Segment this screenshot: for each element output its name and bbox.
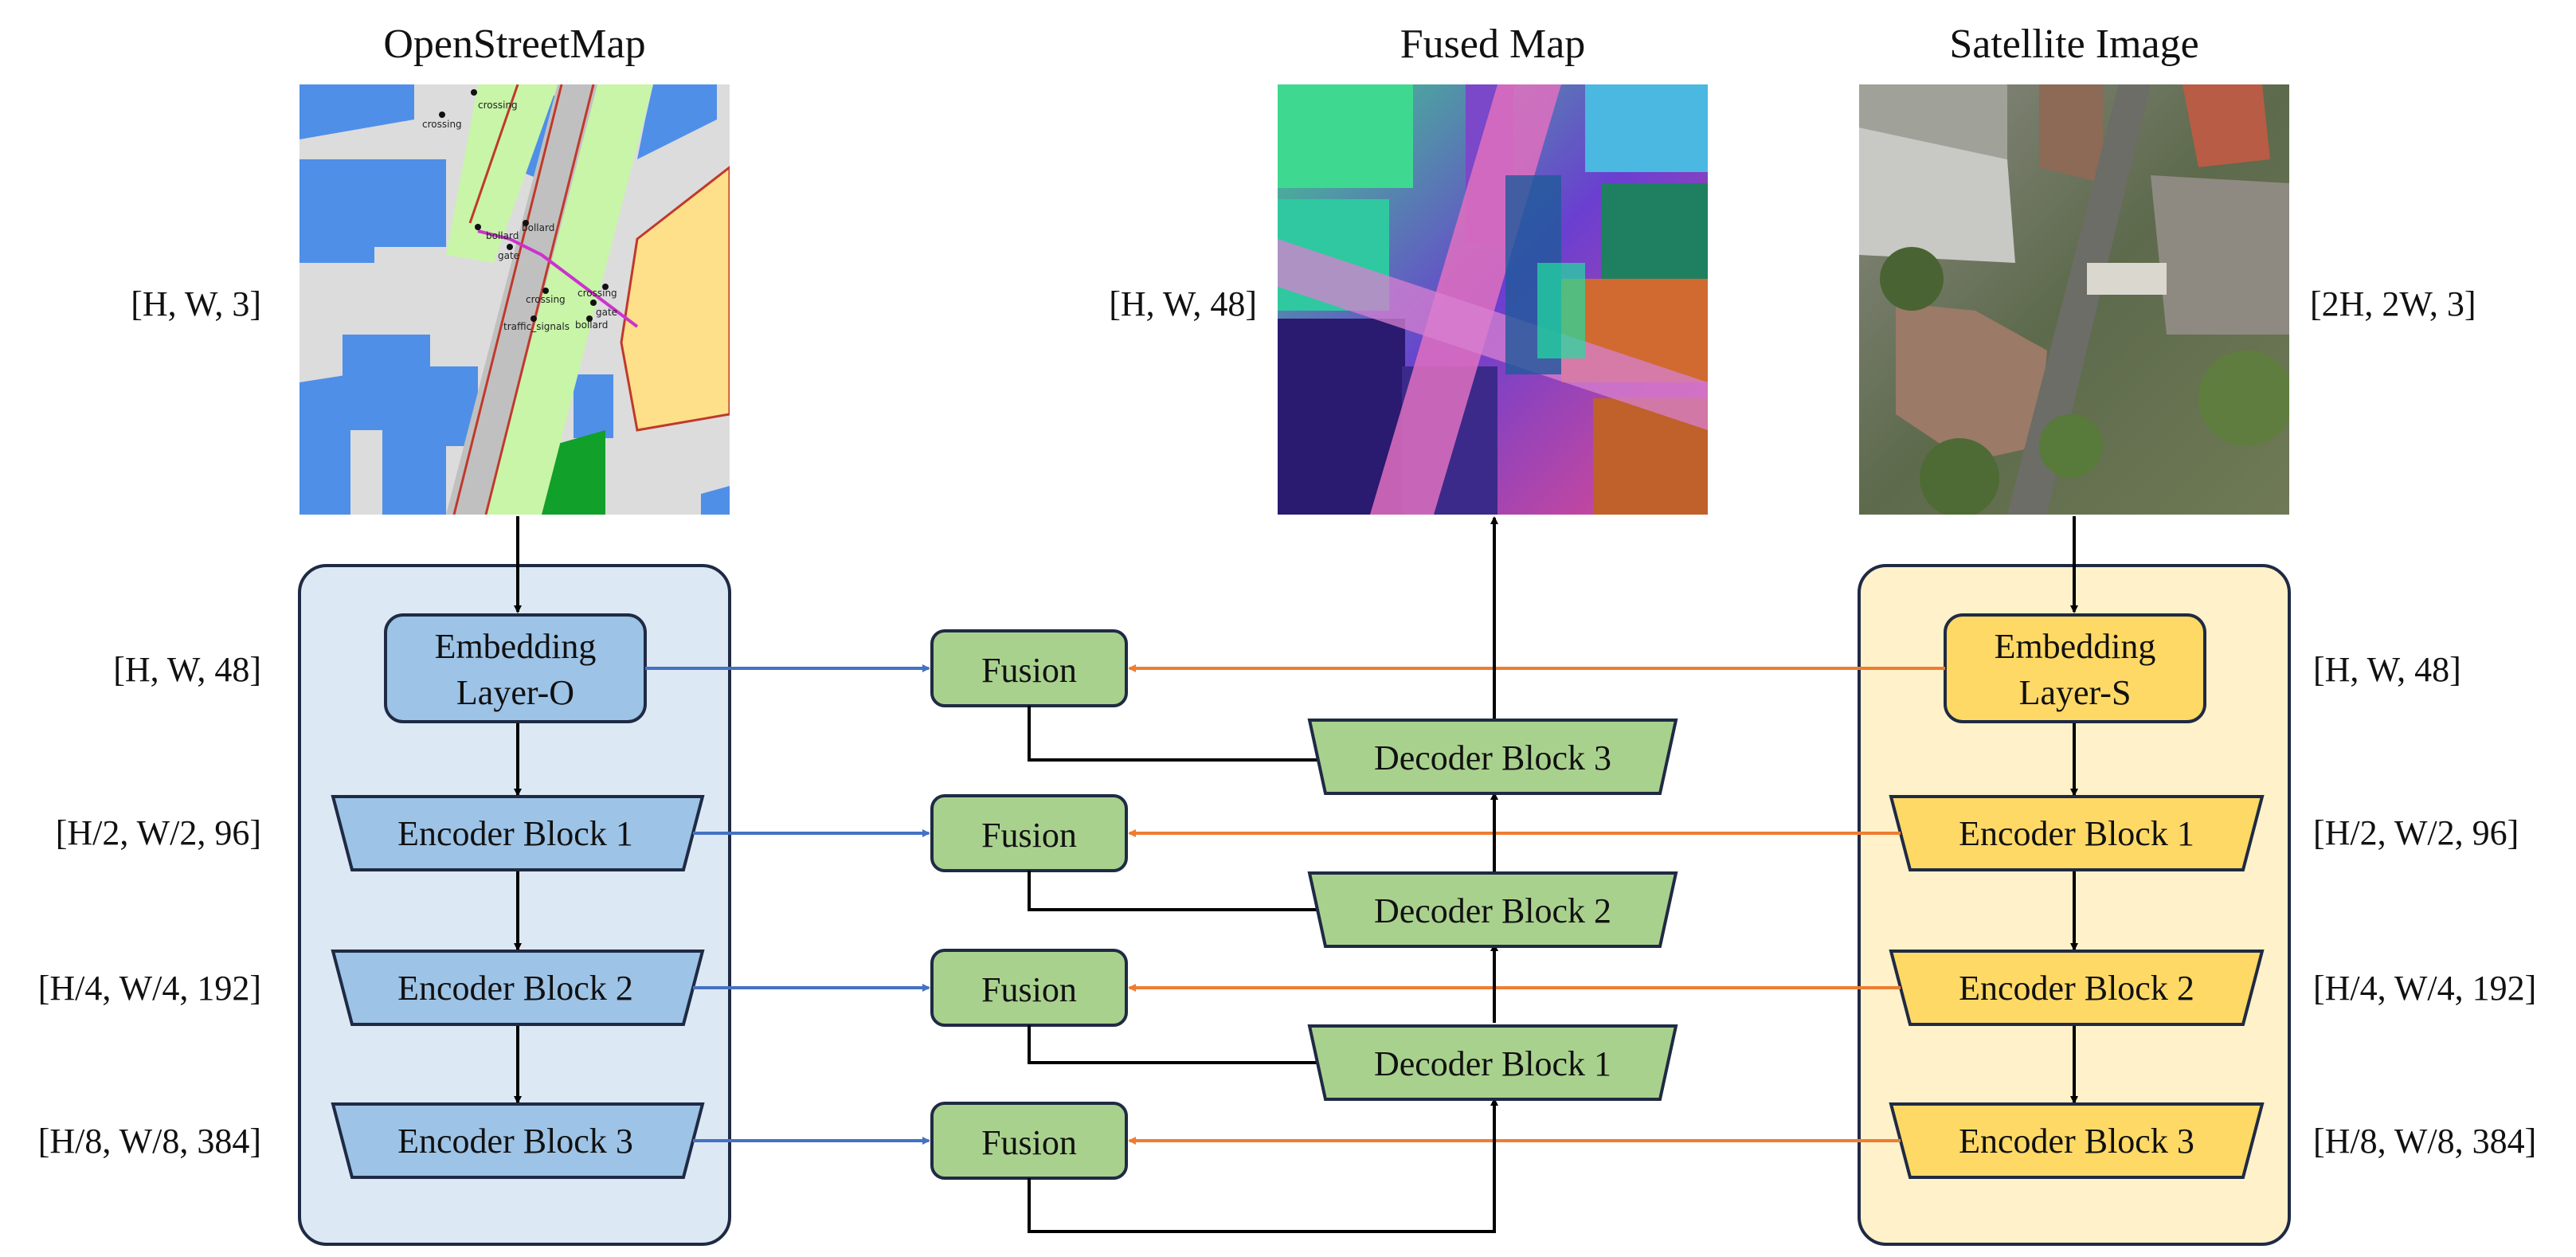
dim-right-2: [H/4, W/4, 192] (2313, 969, 2536, 1008)
osm-encoder-block-2 (331, 950, 705, 1026)
title-satellite-image: Satellite Image (1949, 22, 2198, 67)
sat-encoder-block-1 (1889, 795, 2265, 871)
dim-left-1: [H/2, W/2, 96] (56, 813, 261, 852)
dim-left-0: [H, W, 48] (113, 650, 261, 689)
sat-encoder-block-3-label: Encoder Block 3 (1959, 1122, 2194, 1161)
dim-left-3: [H/8, W/8, 384] (38, 1122, 261, 1161)
sat-encoder-block-3 (1889, 1102, 2265, 1179)
osm-encoder-block-1-label: Encoder Block 1 (397, 814, 633, 853)
osm-label: traffic_signals (503, 321, 570, 332)
osm-label: gate (596, 307, 617, 318)
embedding-layer-o-line2: Layer-O (456, 673, 574, 712)
fusion-block-3-label: Fusion (981, 970, 1077, 1009)
title-openstreetmap: OpenStreetMap (383, 22, 645, 67)
osm-label: crossing (478, 100, 518, 111)
dim-satellite-input: [2H, 2W, 3] (2310, 284, 2476, 323)
osm-label: bollard (575, 319, 608, 331)
embedding-layer-s-line1: Embedding (1995, 627, 2156, 666)
fusion-block-4-label: Fusion (981, 1123, 1077, 1162)
decoder-block-2-label: Decoder Block 2 (1374, 891, 1611, 930)
decoder-block-1-label: Decoder Block 1 (1374, 1044, 1611, 1083)
osm-encoder-block-3 (331, 1102, 705, 1179)
osm-label: gate (498, 250, 519, 261)
dim-osm-input: [H, W, 3] (131, 284, 261, 323)
embedding-layer-o-line1: Embedding (435, 627, 597, 666)
title-fused-map: Fused Map (1400, 22, 1586, 67)
osm-branch-panel (298, 564, 731, 1246)
dim-fused-output: [H, W, 48] (1109, 284, 1257, 323)
sat-encoder-block-2-label: Encoder Block 2 (1959, 969, 2194, 1008)
decoder-block-2 (1307, 871, 1678, 948)
decoder-block-3-label: Decoder Block 3 (1374, 738, 1611, 777)
fusion-block-1-label: Fusion (981, 651, 1077, 690)
sat-encoder-block-2 (1889, 950, 2265, 1026)
osm-encoder-block-1 (331, 795, 705, 871)
osm-label: crossing (526, 294, 566, 305)
dim-right-1: [H/2, W/2, 96] (2313, 813, 2519, 852)
sat-encoder-block-1-label: Encoder Block 1 (1959, 814, 2194, 853)
dim-right-3: [H/8, W/8, 384] (2313, 1122, 2536, 1161)
osm-encoder-block-3-label: Encoder Block 3 (397, 1122, 633, 1161)
embedding-layer-s-line2: Layer-S (2019, 673, 2132, 712)
osm-label: bollard (522, 222, 554, 233)
osm-label: bollard (486, 230, 519, 241)
dim-right-0: [H, W, 48] (2313, 650, 2461, 689)
fused-map-image (1278, 84, 1708, 515)
decoder-block-1 (1307, 1024, 1678, 1101)
decoder-block-3 (1307, 719, 1678, 795)
fusion-block-2-label: Fusion (981, 816, 1077, 855)
osm-label: crossing (577, 288, 617, 299)
satellite-image (1859, 84, 2289, 515)
osm-label: crossing (422, 119, 462, 130)
dim-left-2: [H/4, W/4, 192] (38, 969, 261, 1008)
osm-map-image: crossing crossing bollard bollard gate c… (299, 84, 730, 515)
osm-encoder-block-2-label: Encoder Block 2 (397, 969, 633, 1008)
